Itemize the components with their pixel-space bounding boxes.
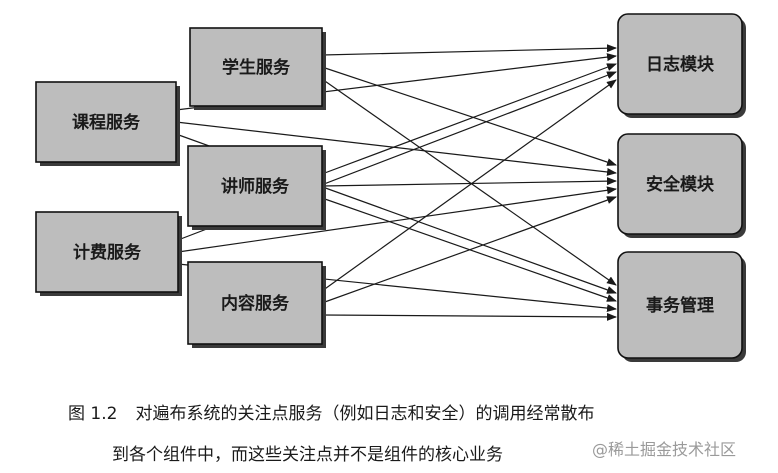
service-box-content: 内容服务 bbox=[187, 261, 326, 348]
arrow-billing-to-security bbox=[177, 186, 617, 253]
arrow-content-to-transaction bbox=[321, 312, 617, 321]
service-box-label: 内容服务 bbox=[221, 293, 290, 314]
concern-box-label: 日志模块 bbox=[646, 54, 715, 75]
box-body bbox=[35, 211, 179, 293]
service-box-student: 学生服务 bbox=[189, 27, 326, 110]
figure-caption-line-2: 到各个组件中，而这些关注点并不是组件的核心业务 bbox=[112, 440, 778, 465]
arrow-student-to-transaction bbox=[321, 78, 617, 286]
figure-label: 图 1.2 bbox=[68, 404, 118, 424]
box-body bbox=[189, 27, 323, 107]
caption-text-2: 到各个组件中，而这些关注点并不是组件的核心业务 bbox=[112, 445, 503, 465]
arrow-content-to-security bbox=[321, 196, 617, 304]
arrow-lecturer-to-security bbox=[321, 177, 617, 187]
service-box-lecturer: 讲师服务 bbox=[187, 145, 326, 230]
box-body bbox=[35, 81, 177, 163]
concern-box-logging: 日志模块 bbox=[617, 13, 746, 118]
service-box-label: 课程服务 bbox=[72, 112, 141, 133]
arrow-student-to-logging bbox=[321, 44, 617, 56]
watermark-text: @稀土掘金技术社区 bbox=[592, 440, 737, 459]
service-box-label: 学生服务 bbox=[222, 57, 291, 78]
arrow-student-to-security bbox=[321, 66, 617, 166]
concern-box-transaction: 事务管理 bbox=[617, 251, 746, 362]
box-body bbox=[617, 13, 743, 115]
caption-text-1: 对遍布系统的关注点服务（例如日志和安全）的调用经常散布 bbox=[135, 404, 595, 424]
arrow-lecturer-to-logging bbox=[321, 63, 617, 175]
box-body bbox=[617, 133, 743, 235]
figure-caption-line-1: 图 1.2 对遍布系统的关注点服务（例如日志和安全）的调用经常散布 bbox=[68, 399, 778, 424]
service-box-billing: 计费服务 bbox=[35, 211, 182, 296]
concern-box-label: 事务管理 bbox=[646, 295, 714, 316]
box-body bbox=[187, 145, 323, 227]
service-box-label: 讲师服务 bbox=[221, 176, 290, 197]
service-box-course: 课程服务 bbox=[35, 81, 180, 166]
service-box-label: 计费服务 bbox=[73, 242, 142, 263]
arrow-content-to-logging bbox=[321, 79, 617, 292]
box-body bbox=[617, 251, 743, 359]
arrow-course-to-security bbox=[175, 121, 617, 176]
concern-box-label: 安全模块 bbox=[646, 174, 715, 195]
concern-box-security: 安全模块 bbox=[617, 133, 746, 238]
box-body bbox=[187, 261, 323, 345]
